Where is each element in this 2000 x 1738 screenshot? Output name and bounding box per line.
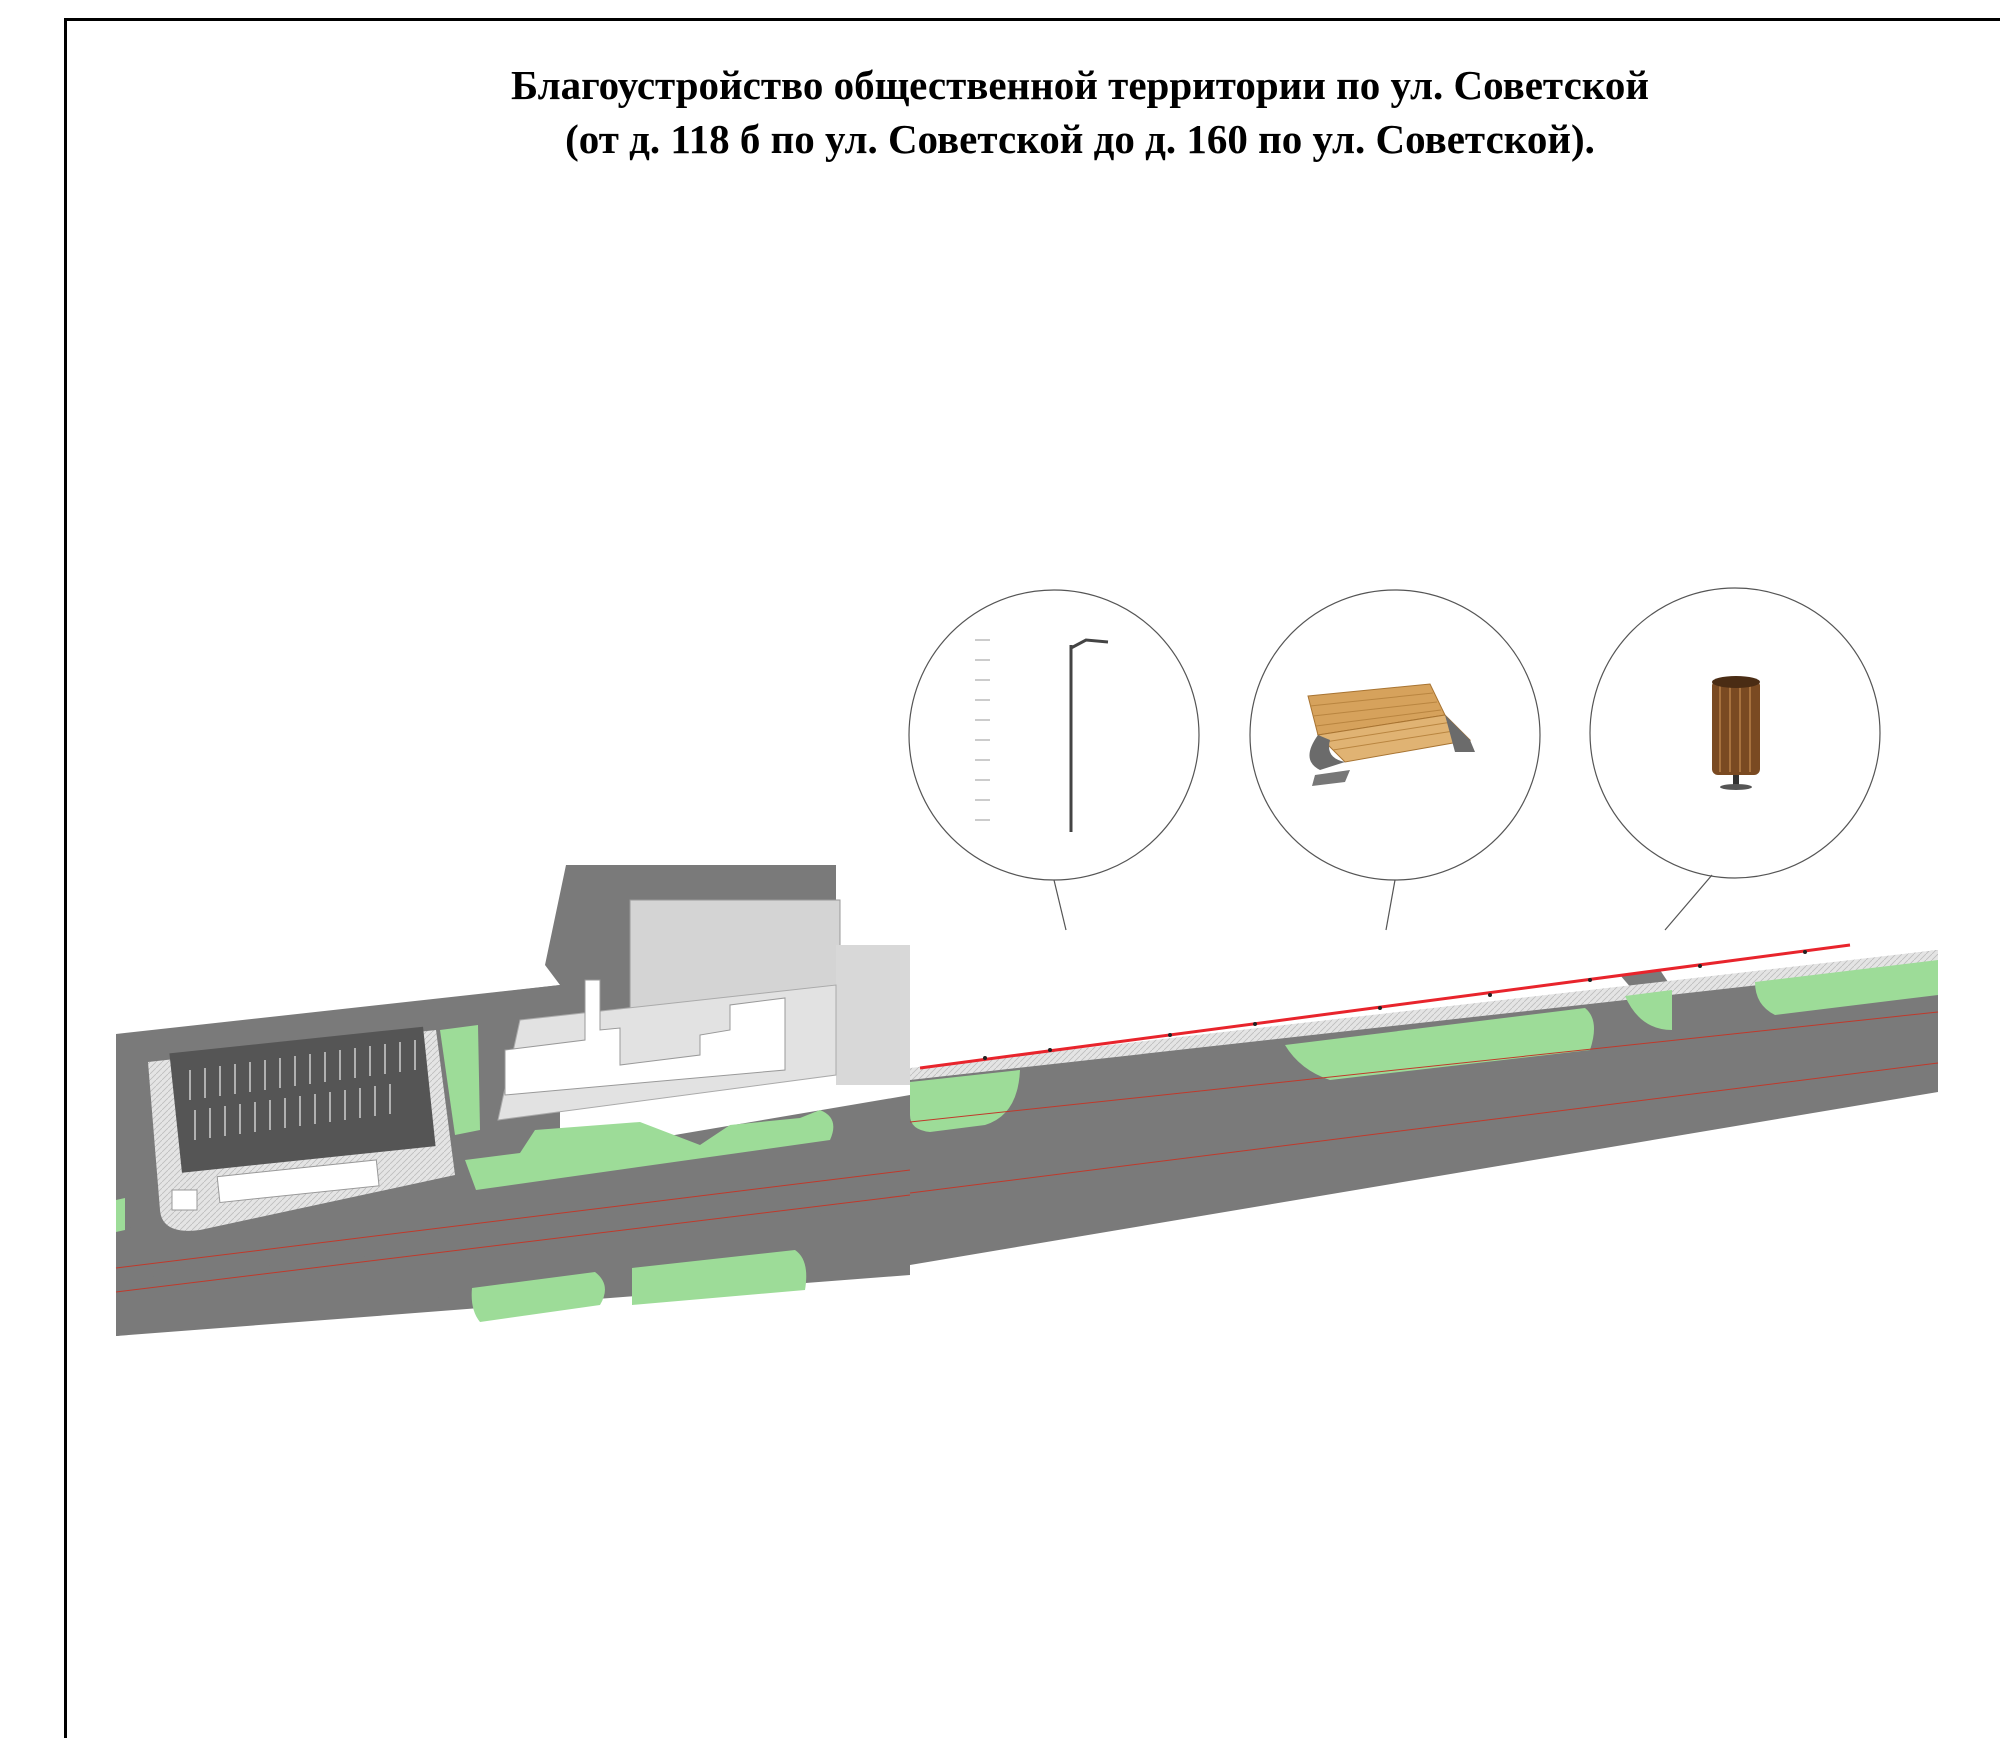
sidewalk-furniture-marks	[983, 950, 1807, 1060]
leader-line-lamp	[1053, 879, 1067, 931]
road-lines-left	[115, 1169, 911, 1293]
callout-circle-lamp	[908, 589, 1200, 881]
road-lower-left	[116, 1212, 836, 1336]
lawn-right-3	[1625, 990, 1672, 1030]
small-structure	[171, 1189, 198, 1211]
litter-bin-icon	[1712, 676, 1760, 790]
drawing-title: Благоустройство общественной территории …	[0, 58, 2000, 166]
title-line-1: Благоустройство общественной территории …	[511, 62, 1649, 108]
sidewalk-paving-right	[910, 950, 1938, 1080]
sheet-frame	[64, 18, 2000, 1738]
adjacent-building	[836, 945, 910, 1085]
lawn-right-1	[910, 1070, 1020, 1132]
road-lines-right	[909, 1011, 1939, 1194]
lawn-strip-1	[465, 1110, 834, 1190]
boundary-line	[919, 943, 1851, 1070]
historic-building	[504, 979, 786, 1096]
parking-block	[169, 1026, 436, 1173]
parking-stall-lines	[189, 1040, 416, 1140]
lawn-median-1	[471, 1272, 605, 1322]
street-lamp-icon	[975, 638, 1109, 832]
park-bench-icon	[1307, 683, 1475, 786]
lawn-right-2	[1285, 1008, 1594, 1080]
lawn-median-2	[632, 1250, 807, 1305]
kiosk-building	[216, 1159, 380, 1204]
lawn-courtyard	[440, 1025, 480, 1135]
lawn-edge-left	[116, 1198, 125, 1232]
main-road-right	[910, 950, 1938, 1265]
leader-line-bin	[1664, 874, 1713, 931]
title-line-2: (от д. 118 б по ул. Советской до д. 160 …	[565, 116, 1595, 162]
leader-line-bench	[1385, 879, 1396, 931]
lawn-right-4	[1755, 960, 1938, 1015]
callout-circle-bin	[1589, 587, 1881, 879]
